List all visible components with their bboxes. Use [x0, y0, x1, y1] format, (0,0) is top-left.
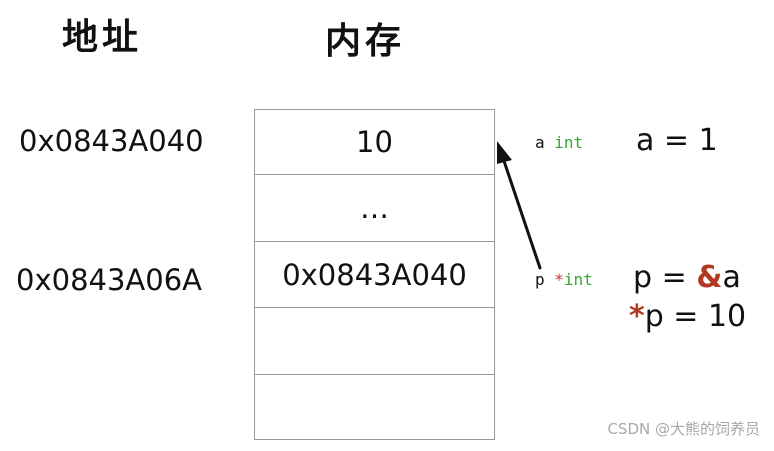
expression-prefix: a =	[636, 123, 699, 158]
pointer-arrow-shaft	[501, 156, 542, 270]
memory-cell-empty	[254, 374, 495, 440]
csdn-watermark: CSDN @大熊的饲养员	[607, 420, 760, 438]
expression-a-assign: a = 1	[636, 126, 718, 156]
dereference-operator: *	[629, 299, 645, 334]
expression-deref-assign: *p = 10	[629, 302, 746, 332]
variable-name: p	[535, 270, 545, 289]
variable-name: a	[535, 133, 545, 152]
pointer-star: *	[554, 270, 564, 289]
expression-prefix: p =	[633, 260, 697, 295]
variable-type: int	[554, 133, 583, 152]
expression-suffix: p = 10	[644, 299, 747, 334]
memory-cell-a: 10	[254, 109, 495, 175]
pointer-arrow-head	[497, 141, 512, 164]
memory-cell-empty	[254, 307, 495, 375]
type-keyword: int	[563, 270, 593, 289]
variable-label-a: a int	[535, 135, 583, 151]
variable-type: *int	[554, 270, 593, 289]
address-of-a: 0x0843A040	[19, 124, 204, 158]
expression-p-assign: p = &a	[633, 263, 741, 293]
memory-cell-ellipsis: …	[254, 174, 495, 242]
expression-suffix: a	[722, 260, 741, 295]
address-column-heading: 地址	[62, 17, 143, 58]
address-of-operator: &	[696, 260, 723, 295]
expression-suffix: 1	[698, 123, 718, 158]
address-of-p: 0x0843A06A	[16, 263, 202, 297]
memory-column-heading: 内存	[325, 21, 406, 62]
type-keyword: int	[554, 133, 584, 152]
memory-cell-p: 0x0843A040	[254, 241, 495, 308]
variable-label-p: p *int	[535, 272, 593, 288]
